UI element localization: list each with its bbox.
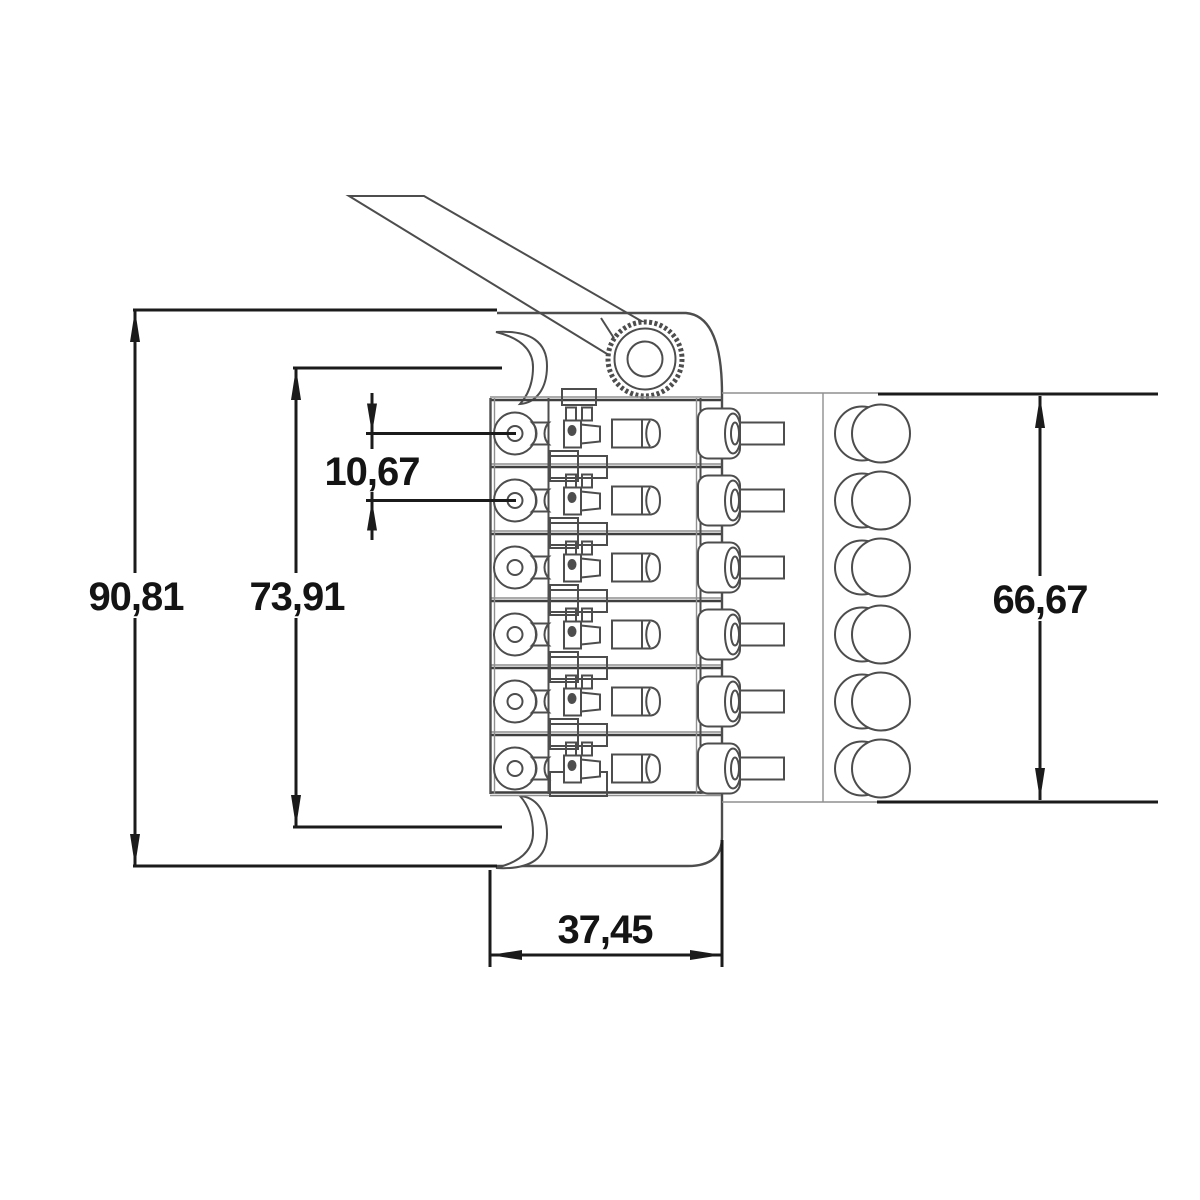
saddle-area-frame	[489, 396, 721, 797]
fine-tuner-1	[834, 403, 911, 464]
mounting-notch-top	[495, 330, 549, 406]
dimension-inner-length: 73,91	[245, 366, 502, 829]
dimension-label-overall-length: 90,81	[88, 575, 184, 619]
fine-tuner-5	[834, 671, 911, 732]
fine-tuner-3	[834, 537, 911, 598]
dimension-string-pitch: 10,67	[320, 393, 516, 540]
dimension-tail-width: 37,45	[488, 840, 724, 967]
fine-tuner-housing	[722, 392, 878, 803]
lock-screw-4	[697, 608, 785, 661]
bridge-baseplate	[497, 311, 724, 868]
lock-screw-1	[697, 407, 785, 460]
fine-tuner-6	[834, 738, 911, 799]
dimension-label-inner-length: 73,91	[249, 575, 345, 619]
dimension-label-fine-tuner-span: 66,67	[992, 578, 1087, 622]
saddle-row-1	[493, 406, 661, 456]
saddle-row-5	[493, 674, 661, 724]
mounting-notch-bottom	[495, 794, 549, 870]
dimension-fine-tuner-span: 66,67	[877, 392, 1158, 804]
saddle-row-4	[493, 607, 661, 657]
lock-screw-2	[697, 474, 785, 527]
fine-tuners	[834, 403, 911, 799]
saddle-row-6	[493, 741, 661, 791]
arm-collar	[605, 319, 685, 399]
saddle-row-3	[493, 540, 661, 590]
lock-screw-5	[697, 675, 785, 728]
fine-tuner-2	[834, 470, 911, 531]
fine-tuner-4	[834, 604, 911, 665]
dimension-overall-length: 90,81	[84, 308, 497, 868]
dimension-label-string-pitch: 10,67	[324, 450, 419, 494]
lock-screw-6	[697, 742, 785, 795]
dimension-label-tail-width: 37,45	[557, 908, 653, 952]
saddle-row-2	[493, 473, 661, 523]
lock-screw-3	[697, 541, 785, 594]
